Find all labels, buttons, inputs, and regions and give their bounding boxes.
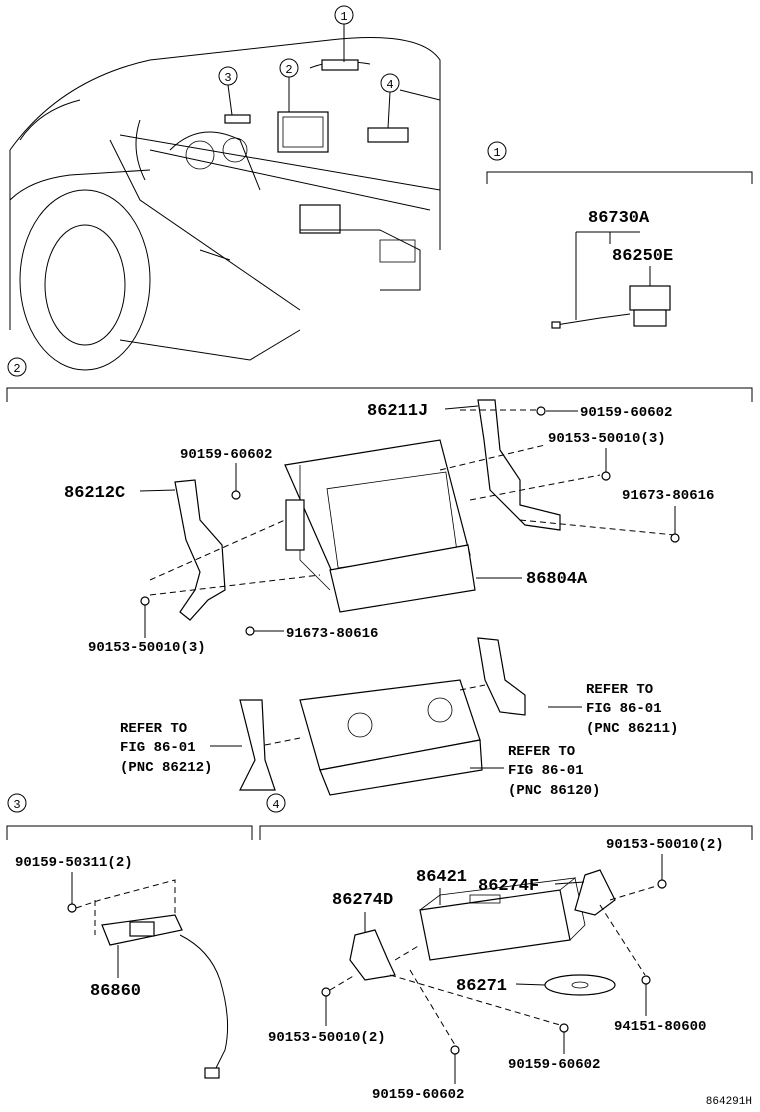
vehicle-interior-illustration [9, 37, 441, 371]
part-86730A: 86730A [588, 209, 650, 228]
part-86274D: 86274D [332, 891, 393, 910]
part-91673-80616-b: 91673-80616 [286, 626, 378, 642]
part-86211J: 86211J [367, 402, 428, 421]
refer-note-bottom: REFER TO FIG 86-01 (PNC 86120) [470, 744, 600, 799]
section-4: 4 90153-50010(2) 86421 86274F 86274 [259, 793, 753, 1103]
label-text: 3 [13, 798, 20, 812]
label-text: 1 [340, 10, 347, 24]
part-90159-60602-d: 90159-60602 [372, 1087, 464, 1103]
label-text: REFER TO [586, 682, 653, 698]
label-text: 2 [285, 63, 292, 77]
part-86804A: 86804A [526, 570, 588, 589]
callout-2: 2 [279, 58, 299, 112]
label-text: REFER TO [508, 744, 575, 760]
part-86271: 86271 [456, 977, 507, 996]
label-text: (PNC 86212) [120, 760, 212, 776]
figure-code: 864291H [706, 1096, 752, 1108]
part-86860: 86860 [90, 982, 141, 1001]
label-text: REFER TO [120, 721, 187, 737]
section-3: 3 90159-50311(2) 86860 [6, 793, 253, 1079]
refer-note-left: REFER TO FIG 86-01 (PNC 86212) [120, 721, 242, 776]
part-90153-50010-2-a: 90153-50010(2) [606, 837, 724, 853]
label-text: FIG 86-01 [508, 763, 584, 779]
part-90159-60602-c: 90159-60602 [508, 1057, 600, 1073]
label-text: FIG 86-01 [120, 740, 196, 756]
section-2: 2 86211J 90159-60602 90153-50010(3) [6, 357, 753, 799]
callout-1: 1 [334, 5, 354, 62]
label-text: 3 [224, 71, 231, 85]
label-text: FIG 86-01 [586, 701, 662, 717]
part-90153-50010-2-b: 90153-50010(2) [268, 1030, 386, 1046]
label-text: 4 [272, 798, 279, 812]
part-94151-80600: 94151-80600 [614, 1019, 706, 1035]
part-91673-80616-a: 91673-80616 [622, 488, 714, 504]
label-text: (PNC 86120) [508, 783, 600, 799]
label-text: 2 [13, 362, 20, 376]
part-90159-50311-2: 90159-50311(2) [15, 855, 133, 871]
label-text: (PNC 86211) [586, 721, 678, 737]
part-86250E: 86250E [612, 247, 673, 266]
part-90153-50010-3-a: 90153-50010(3) [548, 431, 666, 447]
label-text: 4 [386, 78, 393, 92]
part-86212C: 86212C [64, 484, 125, 503]
part-90159-60602-a: 90159-60602 [580, 405, 672, 421]
part-90153-50010-3-b: 90153-50010(3) [88, 640, 206, 656]
section-1: 1 86730A 86250E [486, 141, 753, 329]
part-86421: 86421 [416, 868, 467, 887]
part-86274F: 86274F [478, 877, 539, 896]
callout-4: 4 [380, 73, 400, 129]
part-90159-60602-b: 90159-60602 [180, 447, 272, 463]
callout-3: 3 [218, 66, 238, 116]
refer-note-right: REFER TO FIG 86-01 (PNC 86211) [548, 682, 678, 737]
label-text: 1 [493, 146, 500, 160]
